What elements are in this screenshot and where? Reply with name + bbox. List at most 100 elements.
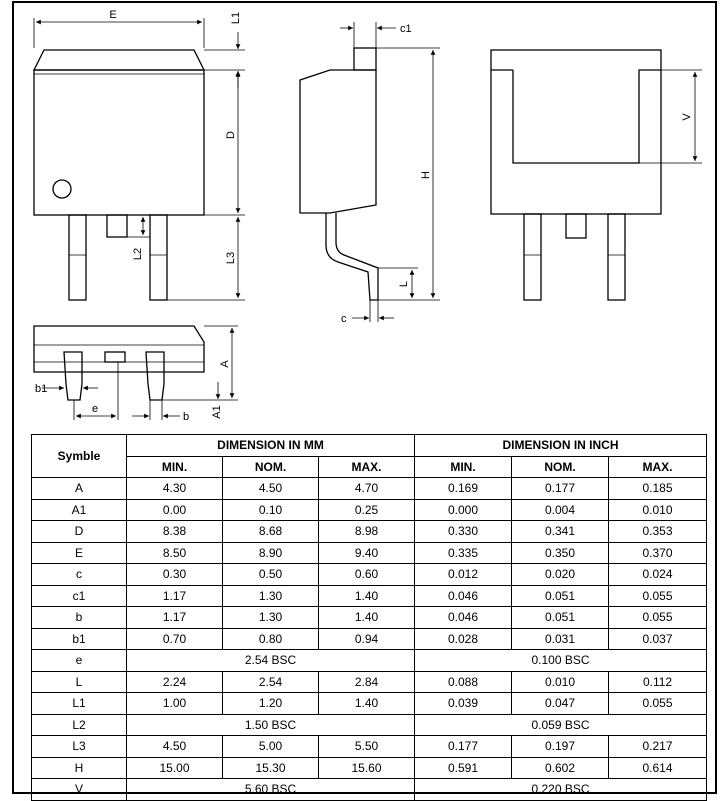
value-cell: 1.17: [126, 584, 223, 607]
mm-nom-header: NOM.: [222, 455, 319, 478]
value-cell: 0.112: [607, 670, 708, 693]
value-cell: 0.024: [607, 563, 708, 586]
inch-max-header: MAX.: [607, 455, 708, 478]
value-cell: 0.051: [511, 584, 609, 607]
value-cell: 0.055: [607, 692, 708, 715]
value-cell: 0.046: [414, 584, 512, 607]
value-cell: 0.037: [607, 627, 708, 650]
label-L2: L2: [132, 248, 144, 260]
value-cell: 0.94: [318, 627, 415, 650]
value-cell: 0.70: [126, 627, 223, 650]
symbol-cell: E: [31, 541, 127, 564]
side-view: [299, 22, 440, 322]
symbol-cell: b: [31, 606, 127, 629]
symbol-cell: c1: [31, 584, 127, 607]
inch-group-header: DIMENSION IN INCH: [413, 434, 708, 457]
value-cell: 5.50: [318, 735, 415, 758]
label-L3: L3: [225, 252, 237, 264]
label-D: D: [225, 131, 237, 139]
package-outline-drawing: E L1 D L2 L3 c1 H L c V A A1 b1 e b: [32, 9, 702, 423]
value-cell: 5.00: [222, 735, 319, 758]
mm-bsc-cell: 2.54 BSC: [126, 649, 415, 672]
value-cell: 0.055: [607, 584, 708, 607]
label-L1: L1: [230, 12, 242, 24]
top-view-body: [33, 69, 205, 216]
value-cell: 1.40: [318, 692, 415, 715]
bottom-view-lead-left: [523, 213, 542, 301]
top-view-lead-center: [106, 214, 128, 238]
front-view: [33, 325, 238, 420]
value-cell: 0.614: [607, 756, 708, 779]
value-cell: 4.70: [318, 477, 415, 500]
value-cell: 0.60: [318, 563, 415, 586]
value-cell: 0.370: [607, 541, 708, 564]
value-cell: 0.80: [222, 627, 319, 650]
symbol-cell: b1: [31, 627, 127, 650]
symbol-cell: e: [31, 649, 127, 672]
value-cell: 1.40: [318, 584, 415, 607]
value-cell: 0.330: [414, 520, 512, 543]
bottom-view-lead-right: [607, 213, 626, 301]
value-cell: 0.051: [511, 606, 609, 629]
value-cell: 0.031: [511, 627, 609, 650]
front-view-lead-center: [104, 351, 126, 363]
label-A: A: [219, 360, 231, 368]
value-cell: 0.30: [126, 563, 223, 586]
value-cell: 0.055: [607, 606, 708, 629]
symbol-cell: A1: [31, 498, 127, 521]
symbol-cell: L3: [31, 735, 127, 758]
inch-bsc-cell: 0.100 BSC: [413, 649, 708, 672]
value-cell: 0.197: [511, 735, 609, 758]
value-cell: 0.00: [126, 498, 223, 521]
inch-nom-header: NOM.: [511, 455, 609, 478]
inch-min-header: MIN.: [414, 455, 512, 478]
symbol-cell: H: [31, 756, 127, 779]
pin1-marker: [52, 179, 72, 199]
label-V: V: [681, 113, 693, 121]
mm-bsc-cell: 1.50 BSC: [126, 713, 415, 736]
label-b1: b1: [35, 383, 47, 395]
side-view-lead: [325, 213, 379, 301]
bottom-view-lead-center: [565, 213, 587, 239]
value-cell: 0.50: [222, 563, 319, 586]
value-cell: 0.353: [607, 520, 708, 543]
symbol-cell: L1: [31, 692, 127, 715]
symbol-cell: L2: [31, 713, 127, 736]
top-view: [32, 18, 245, 301]
value-cell: 0.047: [511, 692, 609, 715]
value-cell: 1.20: [222, 692, 319, 715]
value-cell: 0.012: [414, 563, 512, 586]
value-cell: 0.000: [414, 498, 512, 521]
value-cell: 0.010: [511, 670, 609, 693]
value-cell: 1.30: [222, 606, 319, 629]
dimension-table: Symble DIMENSION IN MM DIMENSION IN INCH…: [31, 434, 708, 801]
value-cell: 4.50: [222, 477, 319, 500]
label-E: E: [109, 9, 116, 21]
value-cell: 4.30: [126, 477, 223, 500]
value-cell: 8.38: [126, 520, 223, 543]
value-cell: 0.028: [414, 627, 512, 650]
value-cell: 15.00: [126, 756, 223, 779]
value-cell: 0.25: [318, 498, 415, 521]
symbol-cell: L: [31, 670, 127, 693]
bottom-view-body: [490, 49, 662, 215]
value-cell: 15.30: [222, 756, 319, 779]
value-cell: 0.335: [414, 541, 512, 564]
value-cell: 0.177: [511, 477, 609, 500]
top-view-tab: [32, 49, 206, 71]
top-view-lead-right: [149, 214, 168, 301]
value-cell: 1.30: [222, 584, 319, 607]
value-cell: 0.020: [511, 563, 609, 586]
value-cell: 8.68: [222, 520, 319, 543]
bottom-view: [490, 49, 702, 301]
front-view-lead-right: [145, 351, 165, 401]
